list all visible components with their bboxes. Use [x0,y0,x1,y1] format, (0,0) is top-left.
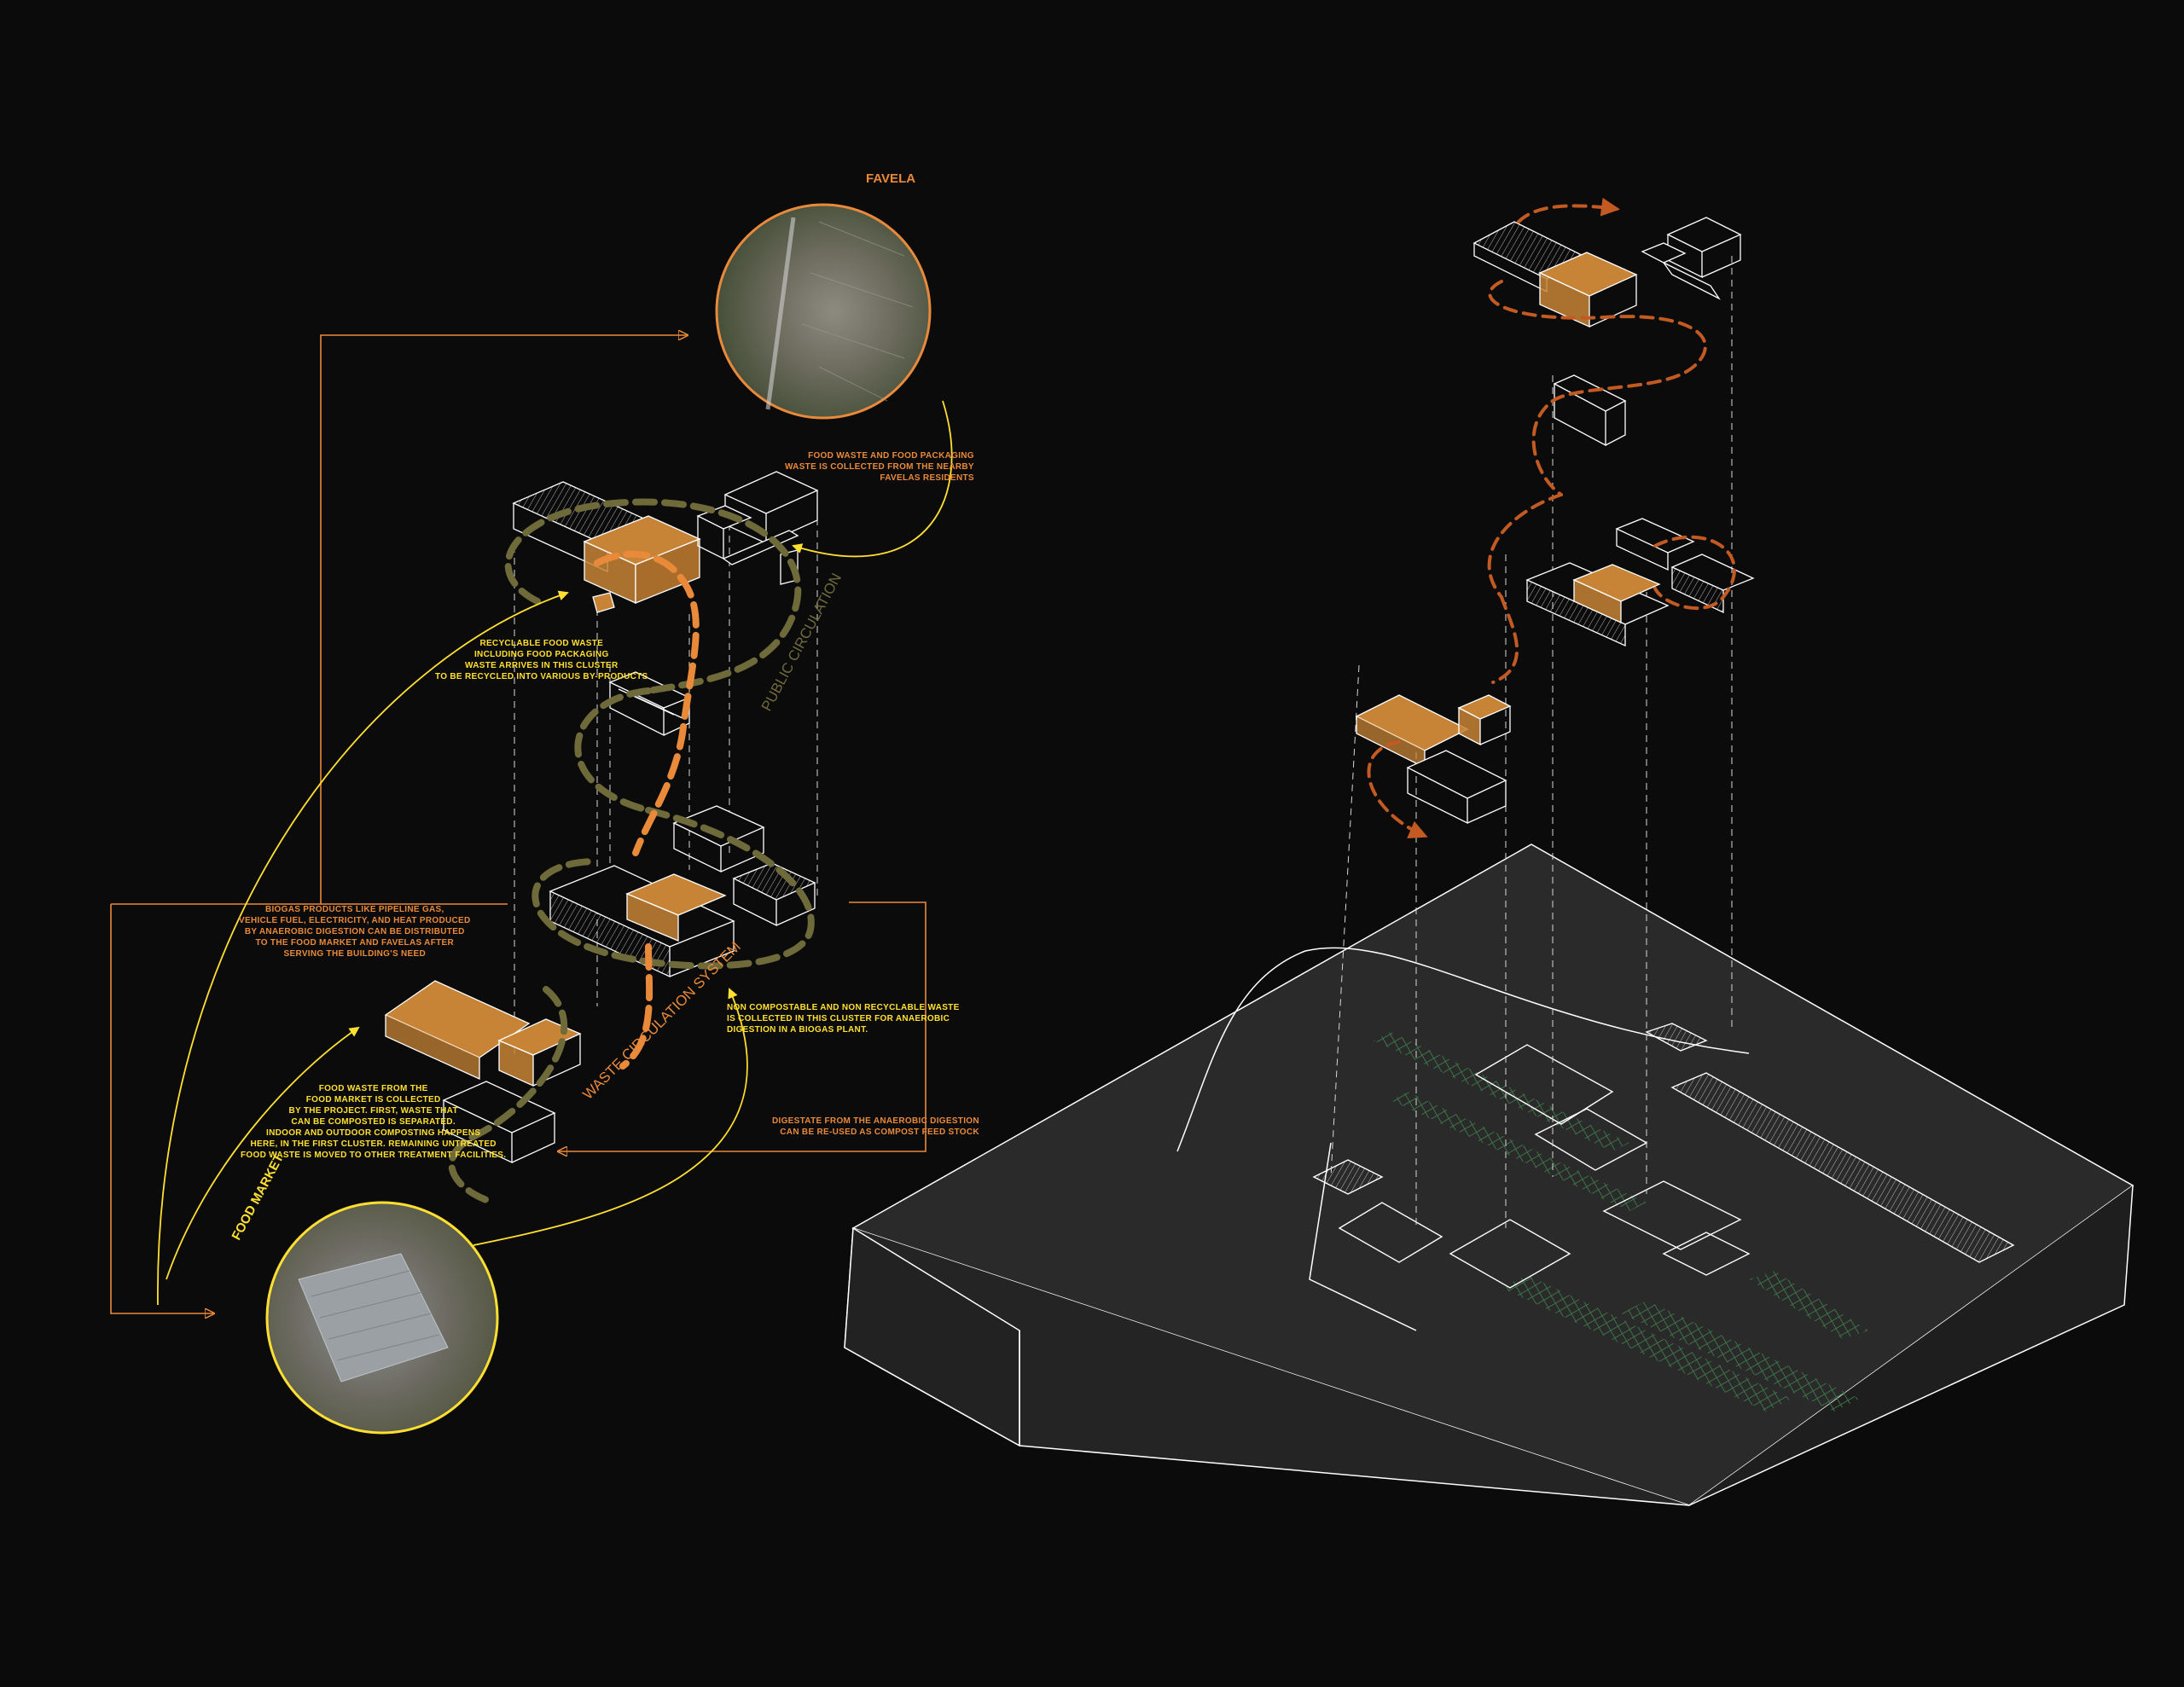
note-line: TO THE FOOD MARKET AND FAVELAS AFTER [255,938,454,948]
flow-arrow-to-recycling [157,590,569,1306]
note-favela-collection: FOOD WASTE AND FOOD PACKAGING WASTE IS C… [785,450,974,484]
waste-circulation-path [594,550,700,1070]
note-digestate: DIGESTATE FROM THE ANAEROBIC DIGESTION C… [772,1116,979,1138]
note-line: WASTE ARRIVES IN THIS CLUSTER [465,661,619,670]
note-line: WASTE IS COLLECTED FROM THE NEARBY [785,462,974,472]
note-food-market-waste: FOOD WASTE FROM THE FOOD MARKET IS COLLE… [241,1083,506,1161]
note-line: FAVELAS RESIDENTS [880,473,974,483]
note-line: TO BE RECYCLED INTO VARIOUS BY-PRODUCTS [435,672,648,681]
right-composting-cluster [1355,694,1512,825]
note-line: NON COMPOSTABLE AND NON RECYCLABLE WASTE [727,1003,960,1012]
flow-arrow-to-anaerobic [473,988,748,1246]
note-line: FOOD MARKET IS COLLECTED [305,1095,441,1104]
right-waste-circulation-path [1367,197,1736,839]
food-market-photo [265,1201,499,1435]
right-recycling-cluster [1472,217,1742,328]
note-line: BIOGAS PRODUCTS LIKE PIPELINE GAS, [264,905,444,914]
note-line: RECYCLABLE FOOD WASTE [479,639,604,648]
food-market-label: FOOD MARKET [229,1151,287,1243]
favela-photo [715,203,932,420]
projection-lines [1330,256,1733,1228]
right-site-diagram [844,197,2135,1506]
note-line: SERVING THE BUILDING'S NEED [283,949,426,959]
note-biogas: BIOGAS PRODUCTS LIKE PIPELINE GAS, VEHIC… [239,904,471,959]
note-line: FOOD WASTE FROM THE [318,1084,428,1093]
composting-cluster [384,980,582,1164]
note-line: INCLUDING FOOD PACKAGING [473,650,609,659]
note-line: CAN BE COMPOSTED IS SEPARATED. [291,1117,456,1127]
distribution-lines [110,335,926,1313]
recycling-cluster [512,471,819,613]
note-recyclable: RECYCLABLE FOOD WASTE INCLUDING FOOD PAC… [435,638,648,682]
note-line: DIGESTATE FROM THE ANAEROBIC DIGESTION [772,1116,979,1126]
flow-arrow-to-composting [166,1026,360,1280]
right-connector-block [1553,374,1627,447]
left-exploded-diagram [110,203,953,1435]
favela-label: FAVELA [866,171,915,186]
site-footprints [1312,1023,2015,1289]
note-line: INDOOR AND OUTDOOR COMPOSTING HAPPENS [266,1128,481,1138]
flow-arrow-from-favela [792,400,953,558]
anaerobic-cluster [549,805,816,978]
note-non-compostable: NON COMPOSTABLE AND NON RECYCLABLE WASTE… [727,1002,960,1035]
note-line: DIGESTION IN A BIOGAS PLANT. [727,1025,868,1035]
note-line: BY ANAEROBIC DIGESTION CAN BE DISTRIBUTE… [244,927,465,936]
public-circulation-path [448,498,815,1206]
note-line: FOOD WASTE IS MOVED TO OTHER TREATMENT F… [241,1151,507,1160]
note-line: CAN BE RE-USED AS COMPOST FEED STOCK [780,1128,979,1137]
public-circulation-label: PUBLIC CIRCULATION [758,571,845,714]
flow-arrows [157,400,953,1306]
terrain-block [844,844,2135,1506]
note-line: BY THE PROJECT. FIRST, WASTE THAT [288,1106,458,1116]
right-anaerobic-cluster [1525,518,1755,647]
note-line: IS COLLECTED IN THIS CLUSTER FOR ANAEROB… [727,1014,950,1023]
note-line: VEHICLE FUEL, ELECTRICITY, AND HEAT PROD… [239,916,471,925]
note-line: HERE, IN THE FIRST CLUSTER. REMAINING UN… [250,1139,497,1149]
note-line: FOOD WASTE AND FOOD PACKAGING [808,451,974,461]
